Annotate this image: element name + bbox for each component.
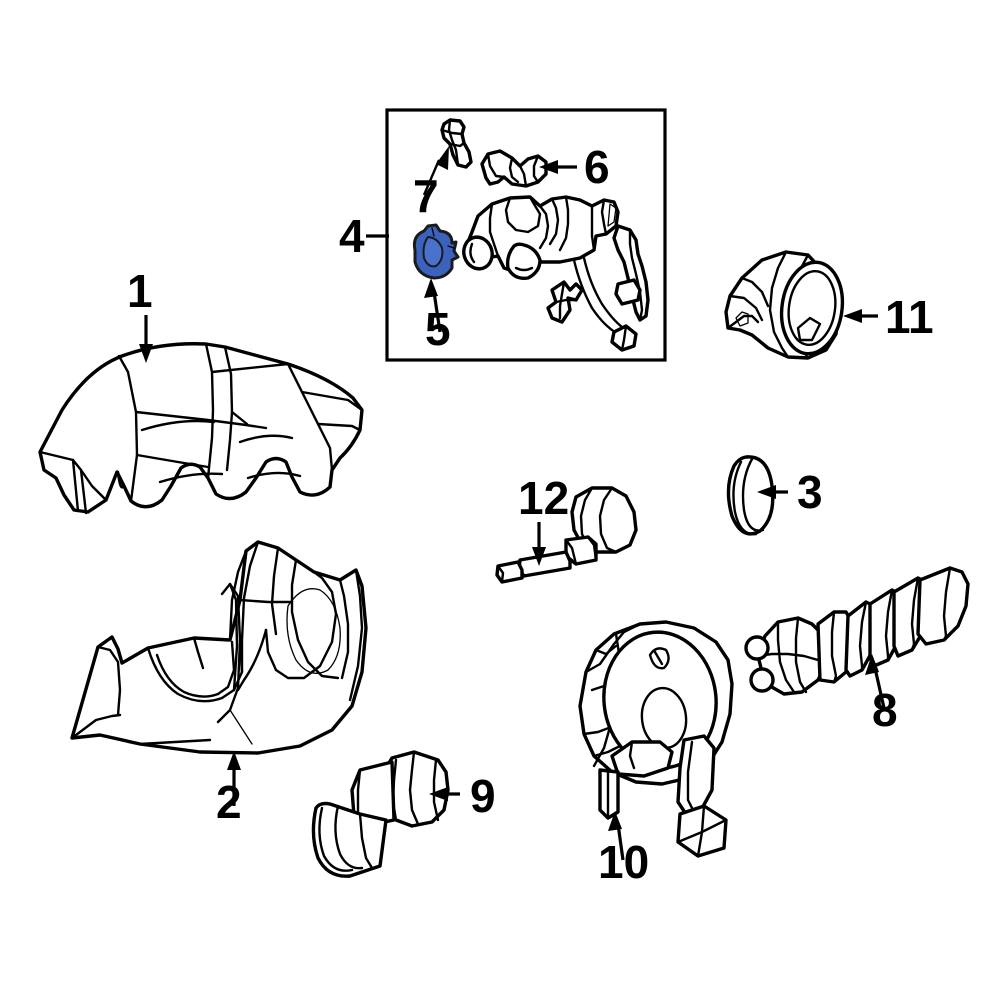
part-ignition-lock-cylinder-body — [462, 195, 650, 352]
part-clockspring-spiral-cable-assembly — [578, 620, 734, 858]
part-ignition-lock-housing-escutcheon — [724, 250, 845, 360]
callout-9 — [429, 787, 460, 801]
callout-label-2: 2 — [216, 776, 242, 828]
callout-10 — [608, 811, 625, 861]
callout-6 — [539, 160, 577, 174]
callout-12 — [532, 522, 546, 566]
callout-label-7: 7 — [413, 170, 439, 222]
callout-label-3: 3 — [797, 466, 823, 518]
part-ignition-switch-connector-highlighted — [412, 223, 460, 280]
part-lower-steering-column-shroud — [70, 540, 368, 755]
callout-label-8: 8 — [872, 684, 898, 736]
callout-label-4: 4 — [339, 210, 365, 262]
callout-11 — [843, 309, 878, 323]
callout-label-11: 11 — [885, 291, 934, 343]
callout-label-10: 10 — [598, 836, 649, 888]
callout-label-1: 1 — [127, 265, 153, 317]
part-shear-bolt — [440, 118, 473, 169]
part-upper-steering-column-cover — [38, 342, 364, 515]
part-lock-cylinder-retainer-clip — [480, 149, 548, 188]
part-immobilizer-antenna-coil — [495, 486, 638, 584]
part-turn-signal-wiper-stalk-switch — [744, 566, 970, 696]
part-ignition-lock-bezel-ring — [726, 455, 775, 536]
callout-7 — [422, 146, 449, 196]
callout-label-9: 9 — [470, 770, 496, 822]
callout-label-6: 6 — [584, 141, 610, 193]
callout-2 — [227, 751, 241, 806]
callout-label-5: 5 — [425, 303, 451, 355]
callout-3 — [757, 485, 788, 499]
callout-1 — [139, 315, 153, 363]
callout-label-12: 12 — [518, 472, 569, 524]
callout-8 — [865, 654, 886, 709]
part-hazard-warning-switch — [311, 750, 450, 878]
callout-5 — [424, 278, 442, 333]
